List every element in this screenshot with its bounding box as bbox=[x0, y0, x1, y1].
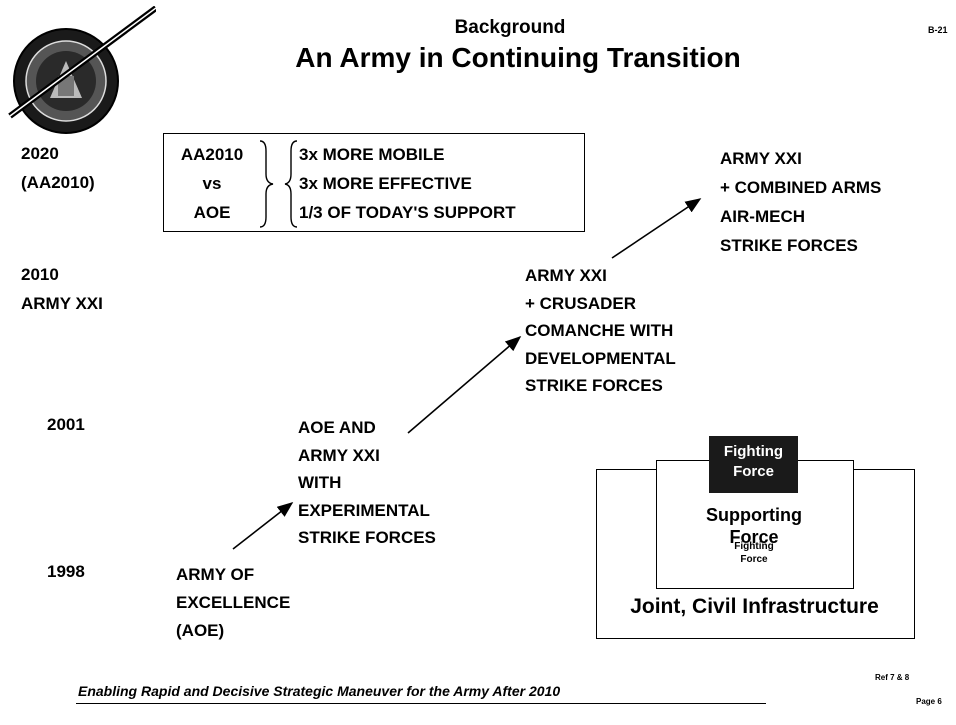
year-2010-label: ARMY XXI bbox=[21, 294, 103, 313]
year-2020: 2020 bbox=[21, 144, 59, 163]
supporting-force-label: Supporting Force bbox=[706, 505, 802, 547]
infrastructure-label: Joint, Civil Infrastructure bbox=[630, 595, 879, 618]
army-science-board-seal bbox=[6, 5, 158, 156]
stage-army-xxi-crusader: ARMY XXI + CRUSADER COMANCHE WITH DEVELO… bbox=[525, 266, 676, 395]
force-diagram: Fighting Force Supporting Force Fighting… bbox=[596, 436, 916, 640]
arrow-2010-2020 bbox=[611, 198, 702, 259]
brace-left bbox=[259, 140, 274, 228]
comparison-box: AA2010 vs AOE 3x MORE MOBILE 3x MORE EFF… bbox=[163, 133, 585, 232]
brace-right bbox=[284, 140, 298, 228]
footer-rule bbox=[76, 703, 766, 704]
year-2020-label: (AA2010) bbox=[21, 173, 95, 192]
comparison-right: 3x MORE MOBILE 3x MORE EFFECTIVE 1/3 OF … bbox=[299, 145, 516, 222]
stage-army-of-excellence: ARMY OF EXCELLENCE (AOE) bbox=[176, 565, 291, 640]
year-2001: 2001 bbox=[47, 415, 85, 434]
page-code: B-21 bbox=[928, 25, 948, 35]
stage-army-xxi-combined-arms: ARMY XXI + COMBINED ARMS AIR-MECH STRIKE… bbox=[720, 149, 882, 255]
year-1998: 1998 bbox=[47, 562, 85, 581]
fighting-force-small-label: Fighting Force bbox=[734, 541, 774, 565]
arrow-2001-2010 bbox=[407, 335, 522, 434]
footer-page: Page 6 bbox=[916, 697, 942, 706]
stage-aoe-army-xxi: AOE AND ARMY XXI WITH EXPERIMENTAL STRIK… bbox=[298, 418, 436, 547]
fighting-force-box: Fighting Force bbox=[709, 436, 798, 493]
comparison-left: AA2010 vs AOE bbox=[180, 145, 244, 222]
page-title: An Army in Continuing Transition bbox=[295, 42, 741, 73]
footer-ref: Ref 7 & 8 bbox=[875, 673, 910, 682]
year-2010: 2010 bbox=[21, 265, 59, 284]
footer-tagline: Enabling Rapid and Decisive Strategic Ma… bbox=[78, 683, 561, 699]
arrow-1998-2001 bbox=[232, 502, 294, 550]
header-subtitle: Background bbox=[454, 17, 566, 38]
